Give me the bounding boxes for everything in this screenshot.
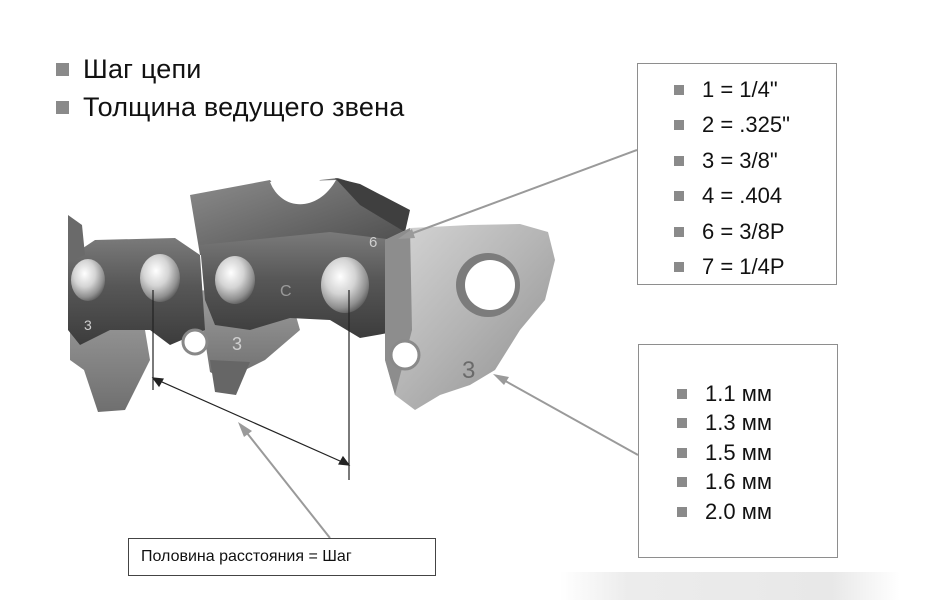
mark-link-left: 3: [84, 317, 92, 333]
pitch-code-text: 7 = 1/4P: [702, 254, 785, 280]
legend: Шаг цепи Толщина ведущего звена: [56, 50, 404, 126]
lower-link-hole: [183, 330, 207, 354]
mark-drive-3: 3: [462, 357, 475, 384]
legend-bullet: [56, 63, 69, 76]
bullet: [677, 418, 687, 428]
gauge-row: 1.1 мм: [677, 379, 837, 409]
pitch-code-text: 3 = 3/8": [702, 148, 778, 174]
pitch-code-row: 1 = 1/4": [674, 72, 836, 108]
pitch-callout-line: [405, 150, 637, 236]
pitch-code-row: 7 = 1/4P: [674, 250, 836, 286]
bullet: [677, 507, 687, 517]
legend-label-gauge: Толщина ведущего звена: [83, 92, 404, 123]
bullet: [674, 156, 684, 166]
mark-side-c: C: [280, 283, 292, 300]
rivet-3: [215, 256, 255, 304]
mark-link-mid: 3: [232, 334, 242, 354]
gauge-row: 1.6 мм: [677, 468, 837, 498]
gauge-text: 1.1 мм: [705, 381, 772, 407]
pitch-code-row: 6 = 3/8P: [674, 214, 836, 250]
pitch-caption: Половина расстояния = Шаг: [128, 538, 436, 576]
rivet-1: [71, 259, 105, 301]
pitch-code-row: 4 = .404: [674, 179, 836, 215]
bullet: [674, 262, 684, 272]
gauge-values-box: 1.1 мм 1.3 мм 1.5 мм 1.6 мм 2.0 мм: [638, 344, 838, 558]
caption-callout-line: [243, 428, 330, 538]
pitch-code-text: 4 = .404: [702, 183, 782, 209]
bullet: [674, 191, 684, 201]
legend-item-pitch: Шаг цепи: [56, 50, 404, 88]
gauge-text: 1.6 мм: [705, 469, 772, 495]
gauge-callout-line: [500, 378, 638, 455]
pitch-code-row: 3 = 3/8": [674, 143, 836, 179]
gauge-row: 1.3 мм: [677, 409, 837, 439]
bullet: [677, 389, 687, 399]
gauge-text: 2.0 мм: [705, 499, 772, 525]
legend-bullet: [56, 101, 69, 114]
gauge-row: 1.5 мм: [677, 438, 837, 468]
bullet: [674, 120, 684, 130]
gauge-text: 1.5 мм: [705, 440, 772, 466]
pitch-codes-box: 1 = 1/4" 2 = .325" 3 = 3/8" 4 = .404 6 =…: [637, 63, 837, 285]
pitch-code-row: 2 = .325": [674, 108, 836, 144]
mark-cutter-6: 6: [369, 234, 377, 251]
legend-label-pitch: Шаг цепи: [83, 54, 202, 85]
floor-shadow: [560, 572, 900, 600]
bullet: [674, 227, 684, 237]
gauge-row: 2.0 мм: [677, 497, 837, 527]
pitch-code-text: 6 = 3/8P: [702, 219, 785, 245]
gauge-text: 1.3 мм: [705, 410, 772, 436]
drive-link-small-hole: [391, 341, 419, 369]
legend-item-gauge: Толщина ведущего звена: [56, 88, 404, 126]
pitch-caption-text: Половина расстояния = Шаг: [141, 548, 352, 566]
pitch-code-text: 2 = .325": [702, 112, 790, 138]
bullet: [677, 448, 687, 458]
pitch-code-text: 1 = 1/4": [702, 77, 778, 103]
rivet-4: [321, 257, 369, 313]
bullet: [677, 477, 687, 487]
rivet-2: [140, 254, 180, 302]
bullet: [674, 85, 684, 95]
